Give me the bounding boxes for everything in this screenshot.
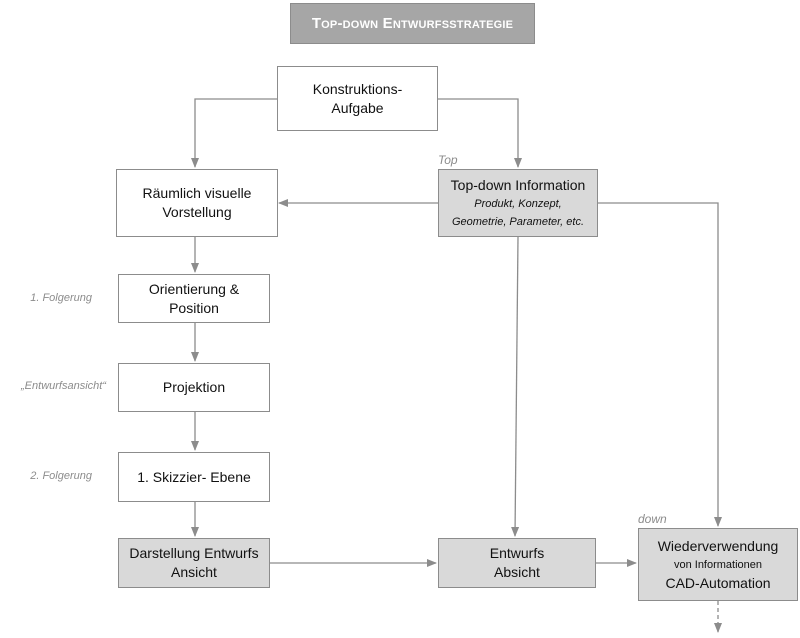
box-topdown-line2: Produkt, Konzept, bbox=[474, 197, 562, 210]
box-orientierung-line2: Position bbox=[169, 299, 219, 316]
box-wiederverwendung-line2: von Informationen bbox=[673, 558, 763, 571]
box-konstruktions-aufgabe: Konstruktions- Aufgabe bbox=[277, 66, 438, 131]
side-label-folgerung-1: 1. Folgerung bbox=[30, 292, 92, 304]
box-wiederverwendung-line1: Wiederverwendung bbox=[657, 537, 779, 554]
box-projektion: Projektion bbox=[118, 363, 270, 412]
box-topdown-line3: Geometrie, Parameter, etc. bbox=[451, 215, 585, 228]
box-darstellung-line1: Darstellung Entwurfs bbox=[129, 545, 259, 561]
box-topdown-line1: Top-down Information bbox=[450, 176, 586, 193]
box-raeumlich-line1: Räumlich visuelle bbox=[142, 185, 252, 201]
connector-topdown-to-wiederverwendung bbox=[598, 202, 722, 527]
box-darstellung-line2: Ansicht bbox=[171, 564, 217, 580]
box-konstruktions-aufgabe-line2: Aufgabe bbox=[331, 99, 384, 116]
box-projektion-line1: Projektion bbox=[162, 379, 226, 395]
box-orientierung-line1: Orientierung & bbox=[148, 280, 240, 297]
box-entwurfs-absicht: Entwurfs Absicht bbox=[438, 538, 596, 588]
box-entwurfs-line2: Absicht bbox=[494, 564, 540, 580]
box-konstruktions-aufgabe-line1: Konstruktions- bbox=[312, 80, 403, 97]
box-skizzier-ebene: 1. Skizzier- Ebene bbox=[118, 452, 270, 502]
box-orientierung-position: Orientierung & Position bbox=[118, 274, 270, 323]
box-top-down-information: Top-down Information Produkt, Konzept, G… bbox=[438, 169, 598, 237]
box-raeumlich-visuelle-vorstellung: Räumlich visuelle Vorstellung bbox=[116, 169, 278, 237]
box-skizzier-line1: 1. Skizzier- Ebene bbox=[137, 468, 251, 485]
box-darstellung-entwurfs-ansicht: Darstellung Entwurfs Ansicht bbox=[118, 538, 270, 588]
box-wiederverwendung: Wiederverwendung von Informationen CAD-A… bbox=[638, 528, 798, 601]
connector-topdown-to-absicht bbox=[511, 236, 520, 537]
connector-aufgabe-to-raeumlich bbox=[191, 98, 277, 168]
side-label-folgerung-2: 2. Folgerung bbox=[30, 470, 92, 482]
corner-label-top: Top bbox=[438, 153, 458, 167]
box-wiederverwendung-line3: CAD-Automation bbox=[665, 574, 771, 591]
side-label-entwurfsansicht: „Entwurfsansicht“ bbox=[21, 380, 106, 392]
box-entwurfs-line1: Entwurfs bbox=[489, 545, 545, 561]
box-raeumlich-line2: Vorstellung bbox=[162, 204, 232, 220]
corner-label-down: down bbox=[638, 512, 667, 526]
connector-aufgabe-to-topdown bbox=[438, 98, 522, 168]
diagram-title: Top-down Entwurfsstrategie bbox=[290, 3, 535, 44]
